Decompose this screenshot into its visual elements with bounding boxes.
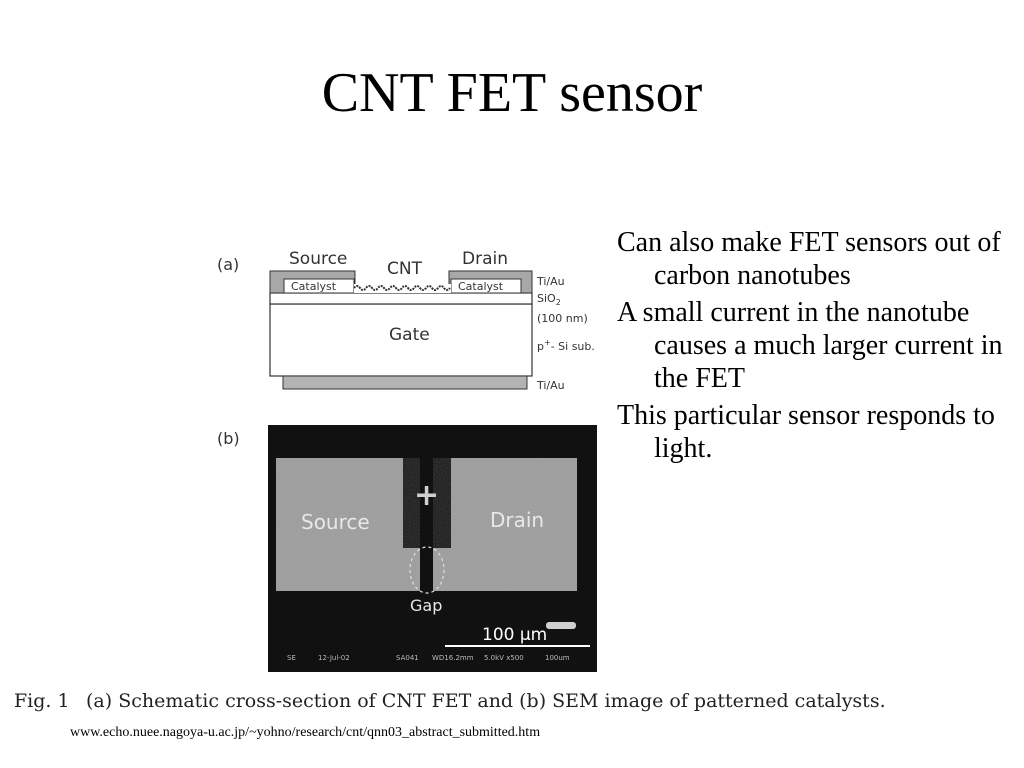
panel-b-sem-image: (b) + Source Drain Gap 100 μm SE 12-Jul-…	[217, 425, 597, 672]
gap-highlight	[409, 546, 445, 594]
tiau-bottom-label: Ti/Au	[536, 379, 565, 392]
sem-meta-wd: WD16.2mm	[432, 654, 474, 662]
psi-text: p	[537, 340, 544, 353]
catalyst-left-label: Catalyst	[291, 280, 337, 293]
sio2-layer	[269, 292, 533, 305]
sem-scale-marker	[546, 622, 576, 629]
sio2-text: SiO	[537, 292, 556, 305]
psi-label: p+- Si sub.	[537, 338, 595, 353]
bullet-list: Can also make FET sensors out of carbon …	[617, 226, 1017, 469]
sem-meta-scale: 100um	[545, 654, 570, 662]
figure-caption-label: Fig. 1	[14, 690, 70, 712]
sem-meta-kv: 5.0kV x500	[484, 654, 524, 662]
panel-b-label: (b)	[217, 429, 240, 448]
sem-drain-label: Drain	[490, 508, 544, 532]
bottom-tiau-layer	[282, 375, 528, 390]
sem-grain-right	[433, 458, 577, 591]
figure-caption: Fig. 1 (a) Schematic cross-section of CNT…	[14, 690, 886, 712]
bullet-item: A small current in the nanotube causes a…	[617, 297, 1003, 394]
sem-meta-se: SE	[287, 654, 296, 662]
sio2-label: SiO2	[537, 292, 561, 307]
slide-title: CNT FET sensor	[321, 62, 703, 124]
sem-source-label: Source	[301, 510, 370, 534]
tiau-top-label: Ti/Au	[536, 275, 565, 288]
psi-superscript: +	[544, 338, 551, 347]
cnt-label: CNT	[387, 259, 423, 279]
bullet-item: Can also make FET sensors out of carbon …	[617, 227, 1001, 291]
sem-meta-id: SA041	[396, 654, 419, 662]
sem-grain-left	[276, 458, 420, 591]
sem-plus-label: +	[414, 478, 439, 513]
panel-a-schematic: (a) Source CNT Drain Gate Catalyst Catal…	[217, 249, 595, 392]
sem-scale-label: 100 μm	[482, 625, 547, 645]
panel-a-label: (a)	[217, 255, 239, 274]
catalyst-right-label: Catalyst	[458, 280, 504, 293]
figure-caption-text: (a) Schematic cross-section of CNT FET a…	[86, 690, 886, 712]
bullet-item: This particular sensor responds to light…	[617, 400, 995, 464]
sem-gap-label: Gap	[410, 596, 442, 615]
gate-label: Gate	[389, 325, 430, 345]
sem-meta-date: 12-Jul-02	[318, 654, 350, 662]
drain-label: Drain	[462, 249, 508, 269]
psi-rest: - Si sub.	[551, 340, 595, 353]
thickness-label: (100 nm)	[537, 312, 588, 325]
source-url: www.echo.nuee.nagoya-u.ac.jp/~yohno/rese…	[70, 725, 541, 740]
cnt-nanotube	[353, 285, 451, 291]
source-label: Source	[289, 249, 347, 269]
sio2-subscript: 2	[556, 298, 561, 307]
